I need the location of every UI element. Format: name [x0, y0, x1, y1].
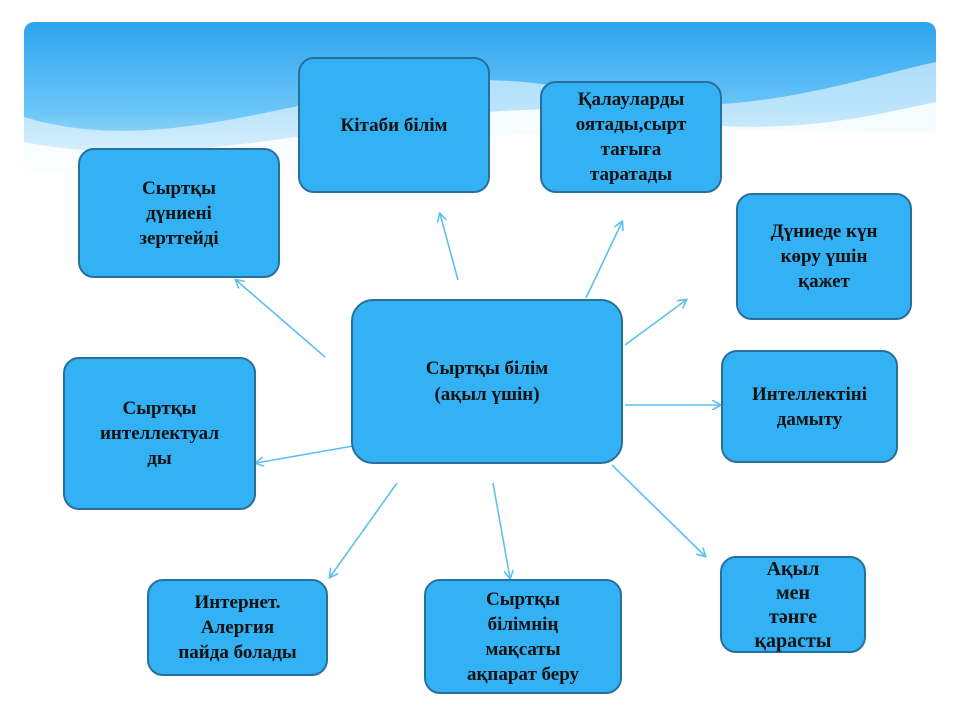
- center-node: Сыртқы білім (ақыл үшін): [351, 299, 623, 464]
- node-intellekt-damytu-label: Интеллектіні дамыту: [751, 383, 868, 430]
- center-node-label: Сыртқы білім (ақыл үшін): [425, 357, 549, 405]
- arrow-to-sirtqy-intellekt: [256, 445, 354, 463]
- arrow-to-dunie-kun: [624, 300, 686, 346]
- node-dunie-kun: Дүниеде күн көру үшін қажет: [736, 193, 912, 320]
- node-sirtqy-dunie: Сыртқы дүниені зерттейді: [78, 148, 280, 278]
- arrow-to-qalau: [585, 222, 622, 299]
- arrow-to-aqyl-tan: [611, 464, 705, 556]
- arrow-to-internet: [330, 482, 398, 577]
- node-qalau: Қалауларды оятады,сырт тағыға таратады: [540, 81, 722, 193]
- arrow-to-sirtqy-dunie: [236, 280, 326, 358]
- node-maqsat-label: Сыртқы білімнің мақсаты ақпарат беру: [466, 588, 580, 685]
- node-aqyl-tan-label: Ақыл мен тәнге қарасты: [754, 557, 832, 652]
- node-internet: Интернет. Алергия пайда болады: [147, 579, 328, 676]
- node-qalau-label: Қалауларды оятады,сырт тағыға таратады: [575, 89, 687, 185]
- node-kitabi: Кітаби білім: [298, 57, 490, 193]
- node-maqsat: Сыртқы білімнің мақсаты ақпарат беру: [424, 579, 622, 694]
- node-aqyl-tan: Ақыл мен тәнге қарасты: [720, 556, 866, 653]
- arrow-to-maqsat: [492, 482, 510, 578]
- arrow-to-kitabi: [440, 214, 459, 281]
- node-sirtqy-intellekt-label: Сыртқы интеллектуал ды: [99, 398, 220, 469]
- node-sirtqy-dunie-label: Сыртқы дүниені зерттейді: [139, 177, 219, 249]
- node-internet-label: Интернет. Алергия пайда болады: [178, 592, 297, 663]
- node-kitabi-label: Кітаби білім: [340, 114, 448, 136]
- node-sirtqy-intellekt: Сыртқы интеллектуал ды: [63, 357, 256, 510]
- node-dunie-kun-label: Дүниеде күн көру үшін қажет: [770, 221, 878, 292]
- node-intellekt-damytu: Интеллектіні дамыту: [721, 350, 898, 463]
